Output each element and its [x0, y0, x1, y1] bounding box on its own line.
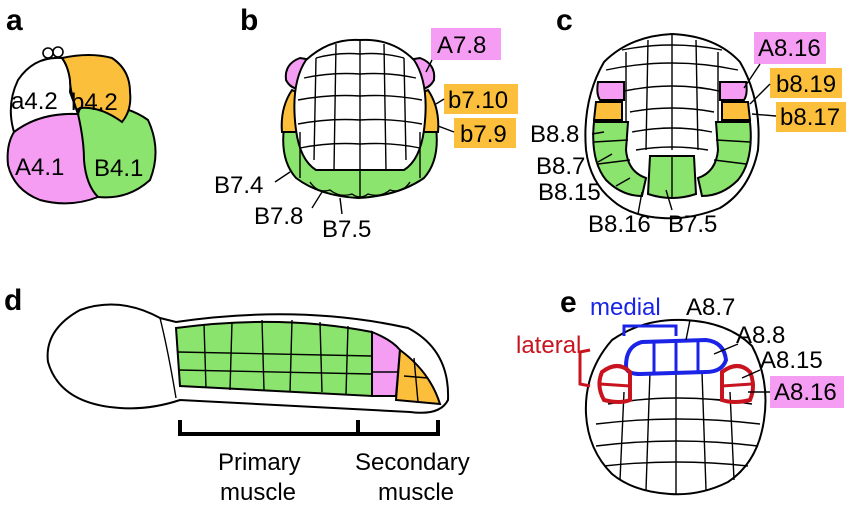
panel-b: b A7.8 — [214, 4, 518, 243]
panel-b-letter: b — [240, 4, 258, 37]
label-b-b75: B7.5 — [322, 216, 371, 243]
e-lateral-cells-left — [597, 364, 632, 404]
label-b-b78: B7.8 — [254, 203, 303, 230]
c-green-right — [696, 121, 752, 198]
b-cell-grid — [297, 40, 423, 198]
c-label-bg-a816 — [754, 32, 826, 64]
larva-head-line — [159, 317, 177, 399]
label-e-lateral: lateral — [516, 332, 581, 359]
e-lateral-left-divider — [599, 382, 631, 388]
panel-a-letter: a — [6, 4, 23, 37]
label-e-a815: A8.15 — [760, 347, 823, 374]
panel-c: c — [530, 4, 846, 238]
c-orange-left — [592, 101, 623, 121]
label-c-b816: B8.16 — [588, 211, 651, 238]
label-c-b819: b8.19 — [776, 71, 836, 98]
b-label-bg-b710 — [444, 84, 518, 114]
label-c-b75: B7.5 — [668, 211, 717, 238]
b-green-cells — [299, 132, 421, 198]
c-pink-right — [719, 81, 748, 101]
label-a41: A4.1 — [15, 154, 64, 181]
panel-a: a a4.2 b4.2 A4.1 B4.1 — [6, 4, 157, 205]
c-green-divisions — [593, 139, 751, 198]
c-green-left — [592, 121, 648, 198]
e-medial-cells — [623, 337, 729, 377]
label-primary-line1: Primary — [218, 449, 301, 476]
bracket-secondary — [358, 420, 440, 436]
label-b41: B4.1 — [94, 155, 143, 182]
label-e-a88: A8.8 — [736, 322, 785, 349]
e-medial-bracket — [622, 324, 678, 336]
muscle-cell-lines — [177, 319, 429, 403]
label-c-a816: A8.16 — [758, 35, 821, 62]
e-lateral-right-divider — [721, 382, 753, 388]
polar-body-1 — [42, 47, 54, 59]
polar-body-2 — [52, 46, 64, 58]
label-c-b88: B8.8 — [530, 121, 579, 148]
label-c-b815: B8.15 — [538, 179, 601, 206]
label-e-medial: medial — [590, 294, 661, 321]
label-b-b710: b7.10 — [448, 87, 508, 114]
b-label-bg-b79 — [454, 118, 516, 148]
b-label-bg-a78 — [431, 28, 501, 60]
c-orange-right — [721, 101, 752, 121]
label-e-a87: A8.7 — [686, 294, 735, 321]
label-a42: a4.2 — [11, 88, 58, 115]
panel-e-letter: e — [560, 286, 577, 319]
panel-d-letter: d — [4, 284, 22, 317]
label-e-a816: A8.16 — [774, 379, 837, 406]
c-label-bg-b819 — [770, 68, 842, 98]
e-medial-dividers — [652, 340, 700, 374]
label-primary-line2: muscle — [220, 479, 296, 506]
label-c-b87: B8.7 — [536, 153, 585, 180]
label-b-a78: A7.8 — [437, 32, 486, 59]
panel-e: e medial lateral — [516, 286, 844, 496]
cell-b42 — [60, 54, 132, 124]
label-c-b817: b8.17 — [780, 104, 840, 131]
panel-c-letter: c — [556, 4, 573, 37]
label-b-b79: b7.9 — [460, 121, 507, 148]
c-cell-grid — [605, 34, 739, 151]
label-b-b74: B7.4 — [214, 172, 263, 199]
e-label-bg-a816 — [770, 376, 844, 408]
c-label-bg-b817 — [776, 102, 846, 132]
e-lateral-cells-right — [720, 364, 755, 404]
e-cell-grid — [595, 370, 761, 494]
panel-d: d Primary — [4, 284, 470, 506]
e-lateral-bracket — [578, 348, 591, 388]
label-secondary-line1: Secondary — [355, 449, 470, 476]
label-b42: b4.2 — [71, 89, 118, 116]
label-secondary-line2: muscle — [378, 479, 454, 506]
c-pink-left — [596, 81, 625, 101]
bracket-primary — [178, 420, 360, 436]
